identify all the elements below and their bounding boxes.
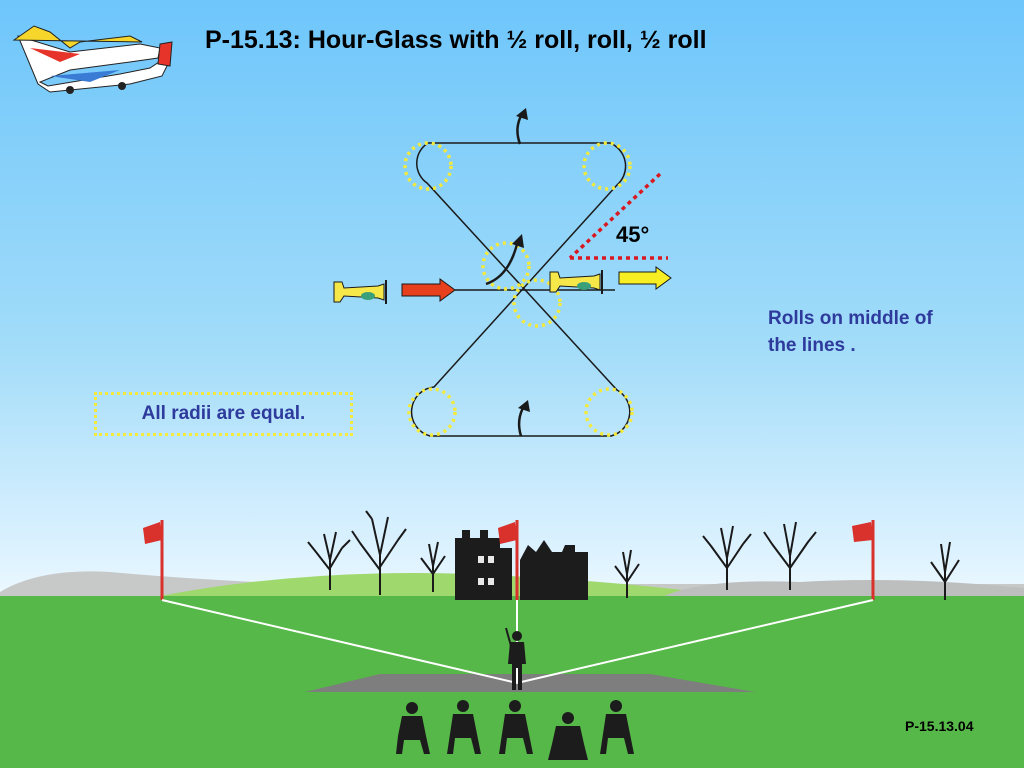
- flag-icon: [143, 520, 875, 600]
- judge-icon: [396, 700, 634, 760]
- right-hill: [660, 580, 1024, 598]
- radius-circle-top-right: [582, 141, 632, 191]
- exit-plane-icon: [549, 270, 603, 294]
- slide-title: P-15.13: Hour-Glass with ½ roll, roll, ½…: [205, 26, 707, 54]
- pilot-icon: [505, 627, 526, 690]
- roll-circle-lower: [512, 278, 562, 328]
- hourglass-path: [410, 142, 631, 437]
- slide-reference: P-15.13.04: [905, 718, 974, 734]
- rolls-note-line-2: the lines .: [768, 335, 856, 356]
- radii-note: All radii are equal.: [94, 392, 353, 436]
- entry-arrow-icon: [401, 278, 456, 302]
- radius-circle-bottom-left: [407, 387, 457, 437]
- roll-circle-upper: [481, 241, 531, 291]
- castle-icon: [455, 530, 588, 600]
- angle-indicator: [568, 172, 668, 260]
- entry-plane-icon: [333, 280, 387, 304]
- rolls-note-line-1: Rolls on middle of: [768, 308, 933, 329]
- radius-circle-bottom-right: [584, 387, 634, 437]
- rolls-note: Rolls on middle of the lines .: [768, 305, 988, 359]
- exit-arrow-icon: [618, 266, 672, 290]
- angle-label: 45°: [616, 222, 650, 247]
- radius-circle-top-left: [403, 141, 453, 191]
- sight-lines: [161, 599, 874, 684]
- tree-icon: [307, 510, 960, 600]
- roll-arrow-icon: [485, 113, 526, 437]
- runway: [305, 674, 755, 692]
